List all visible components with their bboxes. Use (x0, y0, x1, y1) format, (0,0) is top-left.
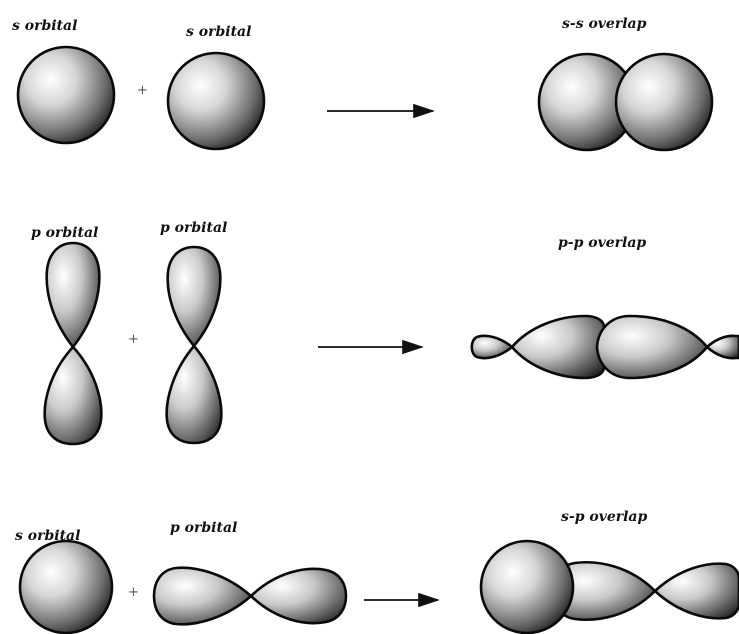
s-p-overlap-label: s-p overlap (561, 509, 648, 525)
p-p-overlap-label: p-p overlap (558, 235, 646, 251)
p-orbital-vertical (43, 241, 103, 446)
plus-sign: + (128, 332, 139, 347)
plus-sign: + (128, 585, 139, 600)
s-p-overlap-shape (479, 539, 739, 634)
s-s-overlap-label: s-s overlap (562, 16, 647, 32)
row-s-s: s orbital s orbital s-s overlap + (12, 16, 714, 152)
s-orbital-label: s orbital (186, 24, 251, 40)
p-orbital-label: p orbital (170, 520, 237, 536)
s-s-overlap-shape (537, 52, 714, 152)
p-orbital-horizontal (152, 566, 348, 626)
s-orbital-label: s orbital (12, 18, 77, 34)
p-p-overlap-shape (470, 314, 739, 380)
plus-sign: + (137, 83, 148, 98)
p-orbital-label: p orbital (160, 220, 227, 236)
p-orbital-label: p orbital (31, 225, 98, 241)
s-orbital-sphere (166, 51, 266, 151)
s-orbital-sphere (16, 45, 116, 145)
s-orbital-sphere (18, 539, 114, 634)
row-s-p: s orbital p orbital s-p overlap + (15, 509, 739, 634)
row-p-p: p orbital p orbital p-p overlap + (31, 220, 739, 446)
p-orbital-vertical (165, 245, 223, 445)
